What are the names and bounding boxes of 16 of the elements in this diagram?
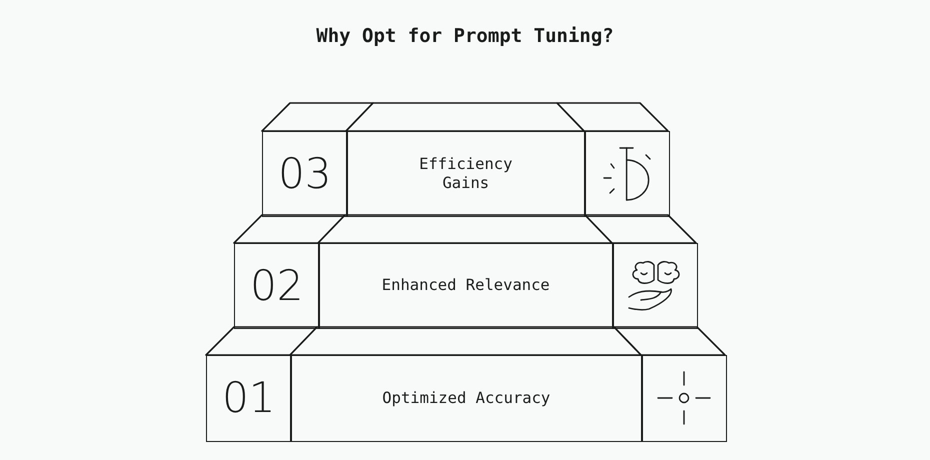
step-label: Optimized Accuracy <box>382 388 550 408</box>
step-number: 03 <box>278 150 332 197</box>
step-block <box>612 243 698 329</box>
step-block <box>234 243 320 329</box>
step-block <box>318 243 614 329</box>
step-block <box>584 131 670 217</box>
step-block <box>641 355 727 442</box>
step-block <box>206 355 292 442</box>
step-label: Efficiency Gains <box>418 154 514 193</box>
step-block <box>346 131 586 217</box>
step-label: Enhanced Relevance <box>382 276 550 296</box>
step-number: 02 <box>250 262 304 309</box>
diagram-title: Why Opt for Prompt Tuning? <box>316 24 614 48</box>
step-block <box>262 131 348 217</box>
step-number: 01 <box>222 375 276 422</box>
step-block <box>290 355 643 442</box>
